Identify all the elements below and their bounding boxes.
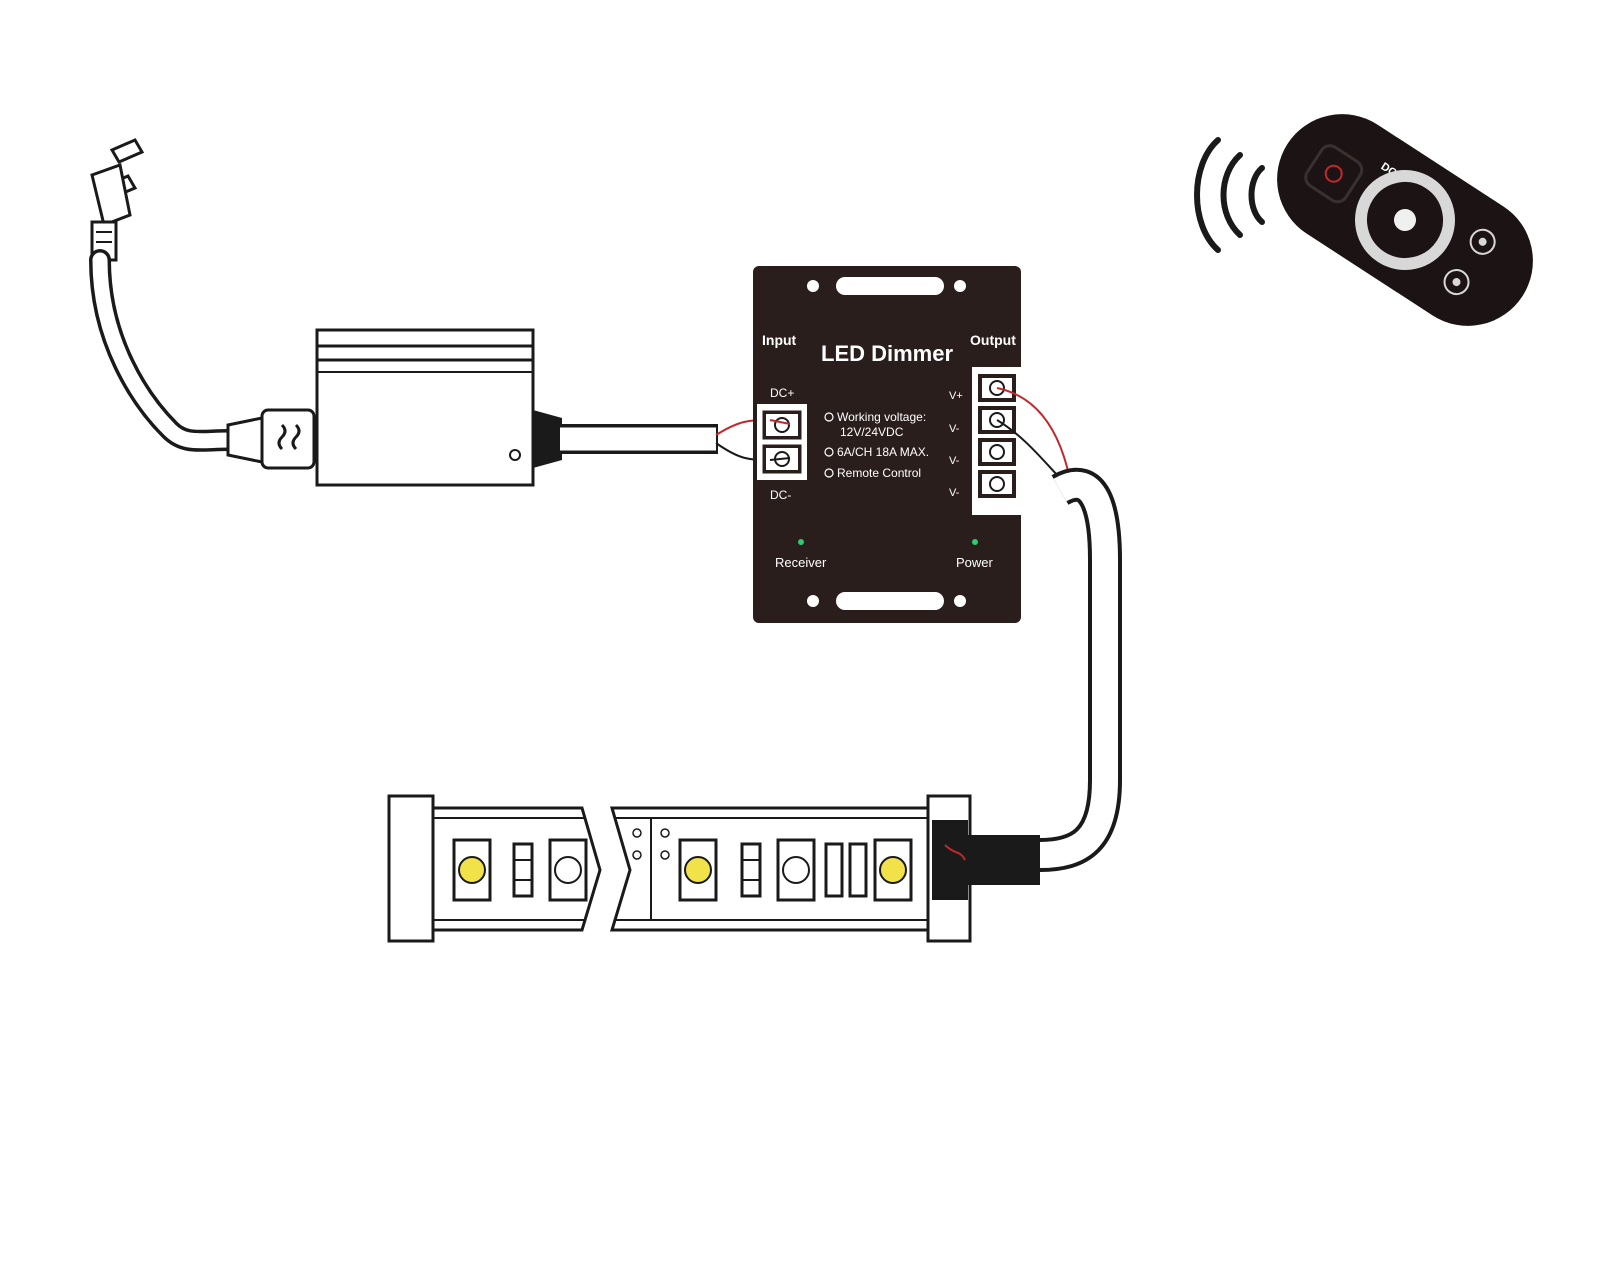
spec-bullet: [824, 412, 834, 422]
signal-waves: [1194, 137, 1265, 253]
mounting-hole: [954, 595, 966, 607]
output-terminal-label-v-plus: V+: [949, 390, 963, 402]
led-strip: [387, 794, 1040, 943]
spec-voltage-value: 12V/24VDC: [840, 425, 904, 439]
strip-end-cap: [387, 794, 435, 943]
dc-cable: [560, 419, 771, 461]
resistor: [824, 842, 844, 898]
led-chip: [678, 838, 718, 902]
led-chip: [548, 838, 588, 902]
resistor: [740, 842, 762, 898]
terminal-screw: [774, 417, 790, 433]
resistor: [848, 842, 868, 898]
solder-pad: [660, 850, 670, 860]
spec-current: 6A/CH 18A MAX.: [837, 445, 929, 459]
led-chip: [873, 838, 913, 902]
output-terminal-label-v-minus-1: V-: [949, 423, 960, 435]
terminal-screw: [989, 444, 1005, 460]
mounting-hole: [807, 595, 819, 607]
mounting-hole: [807, 280, 819, 292]
power-indicator: [972, 539, 978, 545]
spec-bullet: [824, 468, 834, 478]
led-chip: [776, 838, 816, 902]
dimmer-title: LED Dimmer: [821, 341, 953, 366]
spec-remote-control: Remote Control: [837, 466, 921, 480]
mounting-hole: [954, 280, 966, 292]
remote-control: DC: [1277, 114, 1533, 326]
spec-working-voltage: Working voltage:: [837, 410, 926, 424]
touch-wheel: [1355, 170, 1455, 270]
power-label: Power: [956, 555, 994, 570]
power-supply: [226, 328, 562, 487]
remote-power-button: [1304, 144, 1364, 204]
power-icon: [1324, 164, 1343, 183]
resistor: [512, 842, 534, 898]
terminal-screw: [989, 476, 1005, 492]
output-terminal-label-v-minus-2: V-: [949, 455, 960, 467]
mounting-slot: [836, 277, 944, 295]
led-chip: [452, 838, 492, 902]
strip-connector: [932, 820, 968, 900]
dimmer-input-label: Input: [762, 332, 797, 348]
input-terminal-label-dc-plus: DC+: [770, 386, 794, 400]
ac-plug: [90, 138, 145, 262]
spec-bullet: [824, 447, 834, 457]
output-cable: [996, 387, 1122, 872]
input-terminal-label-dc-minus: DC-: [770, 488, 791, 502]
output-terminal-label-v-minus-3: V-: [949, 487, 960, 499]
led-dimmer: Input LED Dimmer Output DC+ DC- Working …: [753, 266, 1022, 623]
wheel-center-button: [1394, 209, 1416, 231]
solder-pad: [660, 828, 670, 838]
solder-pad: [632, 828, 642, 838]
ac-cable: [89, 249, 241, 452]
solder-pad: [632, 850, 642, 860]
mounting-slot: [836, 592, 944, 610]
receiver-label: Receiver: [775, 555, 827, 570]
dimmer-output-label: Output: [970, 332, 1016, 348]
receiver-indicator: [798, 539, 804, 545]
